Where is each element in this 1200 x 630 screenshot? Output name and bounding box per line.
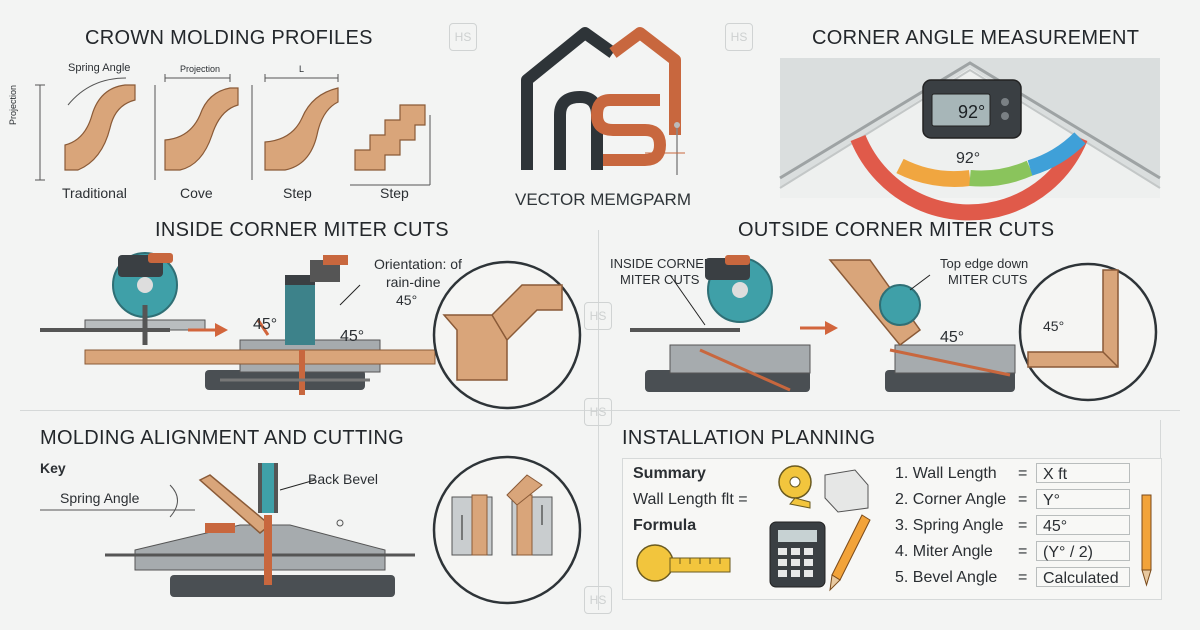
outside-callout-left-1: INSIDE CORNER [610, 256, 714, 271]
planning-item-value[interactable]: X ft [1036, 463, 1130, 483]
planning-item-eq: = [1018, 569, 1028, 586]
section-title-outside: OUTSIDE CORNER MITER CUTS [738, 219, 1055, 241]
alignment-saw-diagram [40, 463, 415, 597]
planning-item-value[interactable]: Y° [1036, 489, 1130, 509]
watermark-logo: HS [584, 398, 612, 426]
outside-callout-left-2: MITER CUTS [620, 272, 700, 287]
angle-diagram [779, 58, 1161, 221]
outside-callout-right-2: MITER CUTS [948, 272, 1028, 287]
divider-vertical-mid [598, 230, 599, 610]
divider-horizontal-mid [20, 410, 1180, 411]
alignment-key: Key [40, 460, 66, 476]
annotation-projection-top: Projection [180, 64, 221, 74]
planning-item-label: 2. Corner Angle [895, 491, 1007, 508]
profile-cove-shape [164, 87, 239, 171]
profile-label-cove: Cove [180, 185, 213, 201]
profile-step-shape [264, 87, 339, 171]
inside-detail-circle [432, 260, 582, 410]
planning-item-eq: = [1018, 543, 1028, 560]
section-title-planning: INSTALLATION PLANNING [622, 427, 876, 449]
section-title-angle: CORNER ANGLE MEASUREMENT [812, 27, 1140, 49]
planning-formula: Formula [633, 517, 697, 534]
profile-traditional-shape [64, 84, 136, 171]
inside-left-angle: 45° [253, 316, 278, 333]
angle-arc-label: 92° [956, 150, 981, 167]
alignment-spring-angle: Spring Angle [60, 490, 140, 506]
outside-callout-right-1: Top edge down [940, 256, 1029, 271]
planning-item-label: 5. Bevel Angle [895, 569, 998, 586]
planning-item-value[interactable]: Calculated [1036, 567, 1130, 587]
inside-orientation-line2: rain-dine [386, 274, 441, 290]
annotation-spring-angle: Spring Angle [68, 62, 131, 74]
outside-saw-angle: 45° [940, 329, 965, 346]
section-title-profiles: CROWN MOLDING PROFILES [85, 27, 373, 49]
pencil-icon [1141, 494, 1152, 587]
inside-orientation-line3: 45° [396, 292, 418, 308]
planning-item-value[interactable]: 45° [1036, 515, 1130, 535]
profile-label-step-2: Step [380, 185, 409, 201]
planning-summary: Summary [633, 465, 706, 482]
planning-wall-length-label: Wall Length flt = [633, 491, 748, 508]
profile-label-traditional: Traditional [62, 185, 127, 201]
planning-item-label: 3. Spring Angle [895, 517, 1004, 534]
watermark-logo: HS [449, 23, 477, 51]
section-title-alignment: MOLDING ALIGNMENT AND CUTTING [40, 427, 404, 449]
inside-right-angle: 45° [340, 328, 365, 345]
planning-item-label: 4. Miter Angle [895, 543, 993, 560]
outside-detail-angle: 45° [1043, 318, 1065, 334]
watermark-logo: HS [725, 23, 753, 51]
section-title-inside: INSIDE CORNER MITER CUTS [155, 219, 449, 241]
angle-device-readout: 92° [958, 102, 986, 122]
planning-item-value[interactable]: (Y° / 2) [1036, 541, 1130, 561]
inside-orientation-line1: Orientation: of [374, 256, 462, 272]
profile-step2-shape [354, 104, 426, 171]
inside-saw-diagram [40, 252, 436, 395]
alignment-back-bevel: Back Bevel [308, 471, 379, 487]
planning-item-eq: = [1018, 465, 1028, 482]
alignment-detail-circle [432, 455, 582, 605]
watermark-logo: HS [584, 586, 612, 614]
profiles-diagram [35, 74, 431, 186]
planning-tools-illustration [636, 465, 871, 592]
planning-item-label: 1. Wall Length [895, 465, 997, 482]
profile-label-step: Step [283, 185, 312, 201]
planning-item-eq: = [1018, 491, 1028, 508]
outside-detail-circle [1018, 262, 1158, 402]
brand-name: VECTOR MEMGPARM [515, 190, 691, 209]
annotation-l: L [299, 64, 305, 74]
annotation-projection-side: Projection [8, 84, 18, 125]
watermark-logo: HS [584, 302, 612, 330]
planning-item-eq: = [1018, 517, 1028, 534]
outside-saw-diagram [630, 255, 1016, 392]
brand-logo [521, 27, 685, 175]
